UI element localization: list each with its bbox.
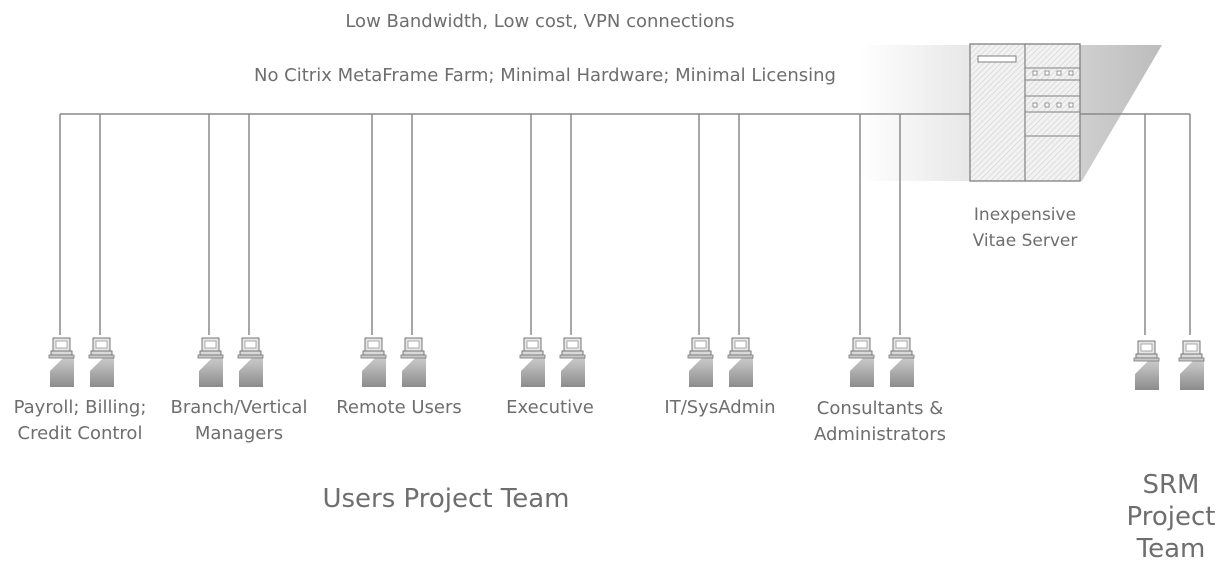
group-label-payroll: Payroll; Billing; Credit Control [2, 395, 158, 447]
client-pc-icon [237, 337, 264, 388]
srm-team-line-3: Team [1136, 534, 1206, 564]
group-label-remote: Remote Users [320, 395, 478, 421]
client-drop-lines [59, 114, 1191, 335]
group-label-branch: Branch/Vertical Managers [160, 395, 318, 447]
client-pc-icon [848, 337, 875, 388]
client-pc-icon [888, 337, 915, 388]
group-label-line-1: Remote Users [336, 397, 462, 418]
group-label-consultants: Consultants & Administrators [800, 396, 960, 448]
srm-team-line-2: Project [1126, 502, 1216, 532]
client-pc-icon [519, 337, 546, 388]
client-pc-icon [559, 337, 586, 388]
group-label-line-1: IT/SysAdmin [664, 397, 776, 418]
group-label-line-1: Consultants & [816, 398, 944, 419]
group-label-executive: Executive [480, 395, 620, 421]
server-label-line-1: Inexpensive [973, 205, 1077, 225]
srm-team-line-1: SRM [1142, 470, 1200, 500]
group-label-line-1: Payroll; Billing; [13, 397, 147, 418]
client-pcs [48, 337, 1205, 391]
header-line-1: Low Bandwidth, Low cost, VPN connections [345, 11, 735, 32]
header-line-2: No Citrix MetaFrame Farm; Minimal Hardwa… [253, 65, 836, 86]
group-label-it: IT/SysAdmin [650, 395, 790, 421]
server-label-line-2: Vitae Server [972, 231, 1078, 251]
client-pc-icon [727, 337, 754, 388]
client-pc-icon [1178, 340, 1205, 391]
client-pc-icon [88, 337, 115, 388]
client-pc-icon [400, 337, 427, 388]
client-pc-icon [197, 337, 224, 388]
group-label-line-1: Executive [506, 397, 594, 418]
server-tower-icon [969, 43, 1081, 182]
group-label-line-2: Managers [194, 423, 284, 444]
group-label-line-1: Branch/Vertical [170, 397, 308, 418]
client-pc-icon [687, 337, 714, 388]
client-pc-icon [360, 337, 387, 388]
client-pc-icon [1133, 340, 1160, 391]
server-label: Inexpensive Vitae Server [940, 202, 1110, 254]
srm-project-team-label: SRM Project Team [1116, 469, 1226, 565]
group-label-line-2: Administrators [813, 424, 947, 445]
client-pc-icon [48, 337, 75, 388]
users-project-team-label: Users Project Team [322, 484, 570, 514]
group-label-line-2: Credit Control [17, 423, 143, 444]
